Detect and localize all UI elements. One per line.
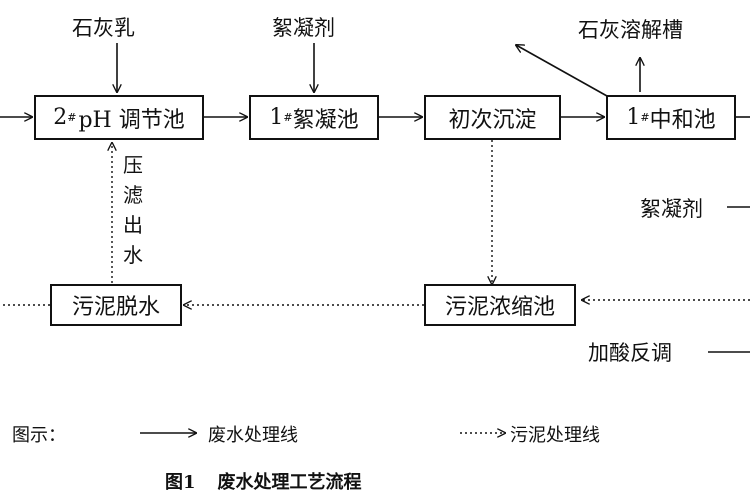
arrow-neutral-diagonal: [516, 45, 608, 97]
floc-pool-number: 1: [269, 105, 284, 130]
flocculation-pool-box: 1#絮凝池: [249, 95, 379, 140]
legend-sludge-label: 污泥处理线: [510, 425, 600, 446]
neutralization-pool-box: 1#中和池: [606, 95, 736, 140]
sludge-dewatering-box: 污泥脱水: [50, 284, 182, 326]
filtrate-char-1: 压: [123, 153, 143, 177]
neutral-pool-number: 1: [626, 105, 641, 130]
sludge-thickening-label: 污泥浓缩池: [444, 295, 555, 320]
filtrate-char-2: 滤: [123, 183, 143, 207]
ph-pool-mark: #: [67, 111, 77, 124]
primary-settling-box: 初次沉淀: [424, 95, 561, 140]
filtrate-char-3: 出: [123, 213, 143, 237]
floc-pool-mark: #: [283, 111, 293, 124]
legend-title: 图示：: [12, 425, 66, 446]
figure-caption: 图1 废水处理工艺流程: [165, 468, 362, 494]
flocculant-top-label: 絮凝剂: [272, 16, 335, 40]
acid-adjust-label: 加酸反调: [588, 341, 672, 365]
figure-title: 废水处理工艺流程: [217, 472, 362, 493]
legend-wastewater-label: 废水处理线: [208, 425, 298, 446]
ph-adjust-pool-box: 2#pH 调节池: [34, 95, 204, 140]
sludge-thickening-box: 污泥浓缩池: [424, 284, 576, 326]
lime-dissolve-tank-label: 石灰溶解槽: [578, 18, 683, 42]
flocculant-right-label: 絮凝剂: [640, 197, 703, 221]
ph-pool-number: 2: [53, 105, 68, 130]
neutral-pool-label: 中和池: [649, 107, 716, 133]
neutral-pool-mark: #: [640, 111, 650, 124]
filtrate-char-4: 水: [123, 243, 143, 267]
floc-pool-label: 絮凝池: [292, 107, 359, 133]
lime-milk-label: 石灰乳: [72, 16, 135, 40]
primary-settling-label: 初次沉淀: [448, 107, 537, 133]
sludge-dewatering-label: 污泥脱水: [71, 295, 160, 320]
figure-number: 图1: [165, 472, 196, 493]
ph-pool-label: pH 调节池: [78, 107, 185, 133]
filtrate-label: 压 滤 出 水: [122, 150, 144, 270]
